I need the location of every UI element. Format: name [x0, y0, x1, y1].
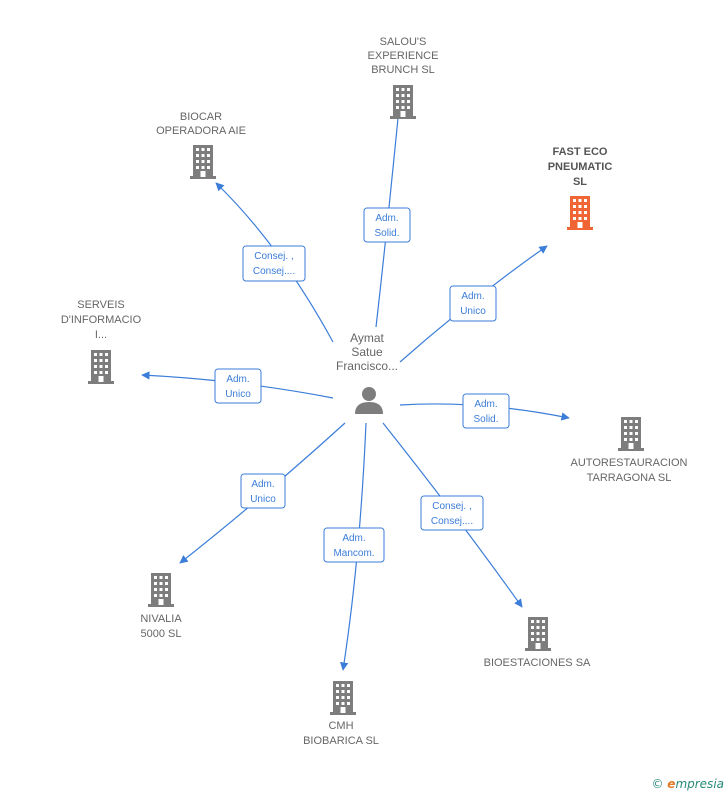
company-label-line: SL [573, 176, 587, 188]
person-label-line: Aymat [350, 331, 384, 345]
empresia-logo: © empresia [651, 777, 724, 791]
company-node-bioest[interactable]: BIOESTACIONES SA [484, 617, 591, 669]
company-node-fasteco[interactable]: FAST ECO PNEUMATIC SL [548, 146, 613, 230]
relation-box [462, 393, 510, 429]
relation-badge-salous[interactable]: Adm. Solid. [363, 207, 411, 243]
building-icon [390, 85, 416, 119]
relation-box [449, 285, 497, 322]
company-node-salous[interactable]: SALOU'S EXPERIENCE BRUNCH SL [368, 36, 439, 119]
company-node-biocar[interactable]: BIOCAR OPERADORA AIE [156, 111, 246, 179]
relation-label-line: Adm. [375, 213, 398, 224]
relation-box [420, 495, 484, 531]
company-label-line: TARRAGONA SL [587, 472, 672, 484]
person-label-line: Satue [351, 345, 383, 359]
brand-initial: e [667, 777, 676, 791]
relation-label-line: Adm. [342, 533, 365, 544]
relation-badge-nivalia[interactable]: Adm. Unico [240, 473, 286, 509]
relation-badge-biocar[interactable]: Consej. , Consej.... [242, 245, 306, 282]
company-label-line: D'INFORMACIO [61, 314, 142, 326]
brand-name: mpresia [675, 777, 724, 791]
relation-label-line: Adm. [251, 479, 274, 490]
relation-label-line: Unico [225, 389, 251, 400]
building-icon [618, 417, 644, 451]
relation-box [240, 473, 286, 509]
relation-label-line: Adm. [474, 399, 497, 410]
company-label-line: SERVEIS [77, 299, 125, 311]
relation-badge-cmh[interactable]: Adm. Mancom. [323, 527, 385, 563]
company-node-nivalia[interactable]: NIVALIA 5000 SL [140, 573, 182, 640]
relation-badge-fasteco[interactable]: Adm. Unico [449, 285, 497, 322]
company-label-line: BIOESTACIONES SA [484, 657, 591, 669]
relation-label-line: Mancom. [333, 548, 374, 559]
company-label-line: BRUNCH SL [371, 64, 435, 76]
relation-label-line: Consej.... [253, 266, 295, 277]
building-icon [567, 196, 593, 230]
relation-label-line: Unico [460, 306, 486, 317]
building-icon [190, 145, 216, 179]
company-node-serveis[interactable]: SERVEIS D'INFORMACIO I... [61, 299, 142, 384]
relation-badge-serveis[interactable]: Adm. Unico [214, 368, 262, 404]
relation-label-line: Consej. , [432, 501, 471, 512]
company-label-line: 5000 SL [141, 628, 182, 640]
relation-label-line: Adm. [461, 291, 484, 302]
company-label-line: SALOU'S [380, 36, 427, 48]
relation-label-line: Solid. [374, 228, 399, 239]
company-label-line: OPERADORA AIE [156, 125, 246, 137]
company-label-line: EXPERIENCE [368, 50, 439, 62]
person-label-line: Francisco... [336, 359, 398, 373]
company-label-line: I... [95, 329, 107, 341]
relation-box [323, 527, 385, 563]
relation-label-line: Consej.... [431, 516, 473, 527]
person-node[interactable]: AymatSatueFrancisco... [336, 331, 398, 414]
company-label-line: BIOBARICA SL [303, 735, 379, 747]
relation-badge-autorest[interactable]: Adm. Solid. [462, 393, 510, 429]
building-icon [330, 681, 356, 715]
relation-label-line: Consej. , [254, 251, 293, 262]
building-icon [525, 617, 551, 651]
relation-badge-bioest[interactable]: Consej. , Consej.... [420, 495, 484, 531]
relation-label-line: Unico [250, 494, 276, 505]
person-icon [355, 387, 383, 414]
company-label-line: CMH [328, 720, 353, 732]
company-label-line: PNEUMATIC [548, 161, 613, 173]
company-node-autorest[interactable]: AUTORESTAURACION TARRAGONA SL [571, 417, 688, 484]
building-icon [88, 350, 114, 384]
relation-label-line: Solid. [473, 414, 498, 425]
company-label-line: BIOCAR [180, 111, 222, 123]
relation-box [214, 368, 262, 404]
relation-label-line: Adm. [226, 374, 249, 385]
company-label-line: AUTORESTAURACION [571, 457, 688, 469]
company-label-line: FAST ECO [552, 146, 607, 158]
relation-box [242, 245, 306, 282]
company-node-cmh[interactable]: CMH BIOBARICA SL [303, 681, 379, 747]
building-icon [148, 573, 174, 607]
company-label-line: NIVALIA [140, 613, 182, 625]
relation-box [363, 207, 411, 243]
copyright-symbol: © [651, 777, 664, 791]
